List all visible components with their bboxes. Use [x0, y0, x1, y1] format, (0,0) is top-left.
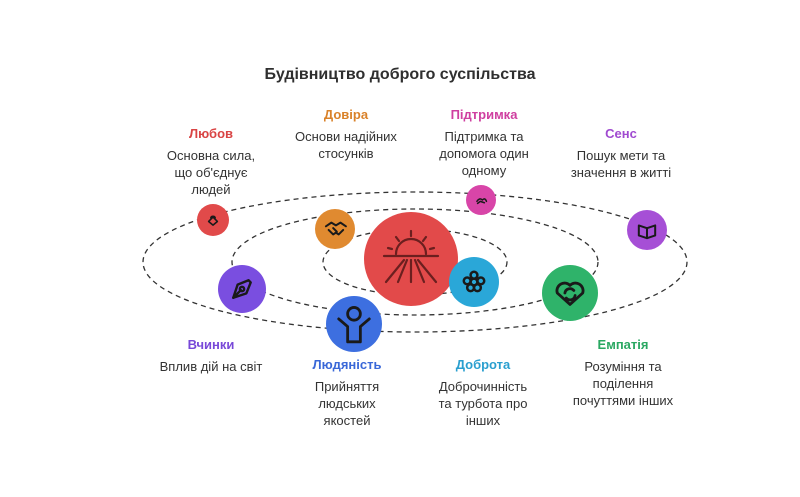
label-dovira-desc: Основи надійних стосунків: [295, 129, 397, 161]
label-sens-desc: Пошук мети та значення в житті: [570, 148, 672, 180]
label-vchynky-head: Вчинки: [187, 337, 235, 352]
flower-icon: [462, 270, 486, 293]
person-icon: [337, 306, 371, 344]
helping-hands-icon: [476, 198, 488, 205]
node-vchynky: [218, 265, 266, 313]
heart-cycle-icon: [555, 281, 585, 306]
label-dovira-head: Довіра: [323, 107, 369, 122]
label-pidtrymka-head: Підтримка: [450, 107, 518, 122]
label-pidtrymka-desc: Підтримка та допомога один одному: [439, 129, 529, 178]
label-empatiya: Емпатія Розуміння та поділення почуттями…: [560, 336, 686, 409]
label-empatiya-head: Емпатія: [597, 337, 649, 352]
node-lyudyanist-circle: [326, 296, 382, 352]
label-lyubov: Любов Основна сила, що об'єднує людей: [147, 125, 275, 198]
label-dovira: Довіра Основи надійних стосунків: [283, 106, 409, 162]
label-vchynky-desc: Вплив дій на світ: [159, 359, 263, 374]
label-lyubov-desc: Основна сила, що об'єднує людей: [166, 148, 256, 197]
pen-icon: [232, 279, 252, 299]
sunrise-icon: [382, 229, 440, 284]
node-dovira: [315, 209, 355, 249]
node-lyubov: [197, 204, 229, 236]
orbit-middle: [231, 208, 599, 316]
open-book-icon: [637, 224, 657, 240]
label-dobrota: Доброта Доброчинність та турбота про інш…: [421, 356, 545, 429]
node-empatiya-circle: [542, 265, 598, 321]
label-lyubov-head: Любов: [188, 126, 233, 141]
node-empatiya: [542, 265, 598, 321]
label-dobrota-desc: Доброчинність та турбота про інших: [438, 379, 528, 428]
hands-heart-icon: [207, 215, 219, 226]
node-sens: [627, 210, 667, 250]
label-sens-head: Сенс: [605, 126, 637, 141]
node-pidtrymka: [466, 185, 496, 215]
label-empatiya-desc: Розуміння та поділення почуттями інших: [572, 359, 674, 408]
label-sens: Сенс Пошук мети та значення в житті: [556, 125, 686, 181]
handshake-icon: [324, 221, 347, 236]
label-pidtrymka: Підтримка Підтримка та допомога один одн…: [423, 106, 545, 179]
label-lyudyanist: Людяність Прийняття людських якостей: [292, 356, 402, 429]
label-lyudyanist-head: Людяність: [312, 357, 382, 372]
diagram-title: Будівництво доброго суспільства: [264, 66, 536, 83]
node-lyudyanist: [326, 296, 382, 352]
node-pidtrymka-circle: [466, 185, 496, 215]
node-dobrota: [449, 257, 499, 307]
label-vchynky: Вчинки Вплив дій на світ: [146, 336, 276, 375]
node-lyubov-circle: [197, 204, 229, 236]
node-vchynky-circle: [218, 265, 266, 313]
center-sun: [364, 212, 458, 306]
orbit-outer: [142, 191, 688, 333]
node-dobrota-circle: [449, 257, 499, 307]
label-dobrota-head: Доброта: [455, 357, 511, 372]
label-lyudyanist-desc: Прийняття людських якостей: [314, 379, 380, 428]
